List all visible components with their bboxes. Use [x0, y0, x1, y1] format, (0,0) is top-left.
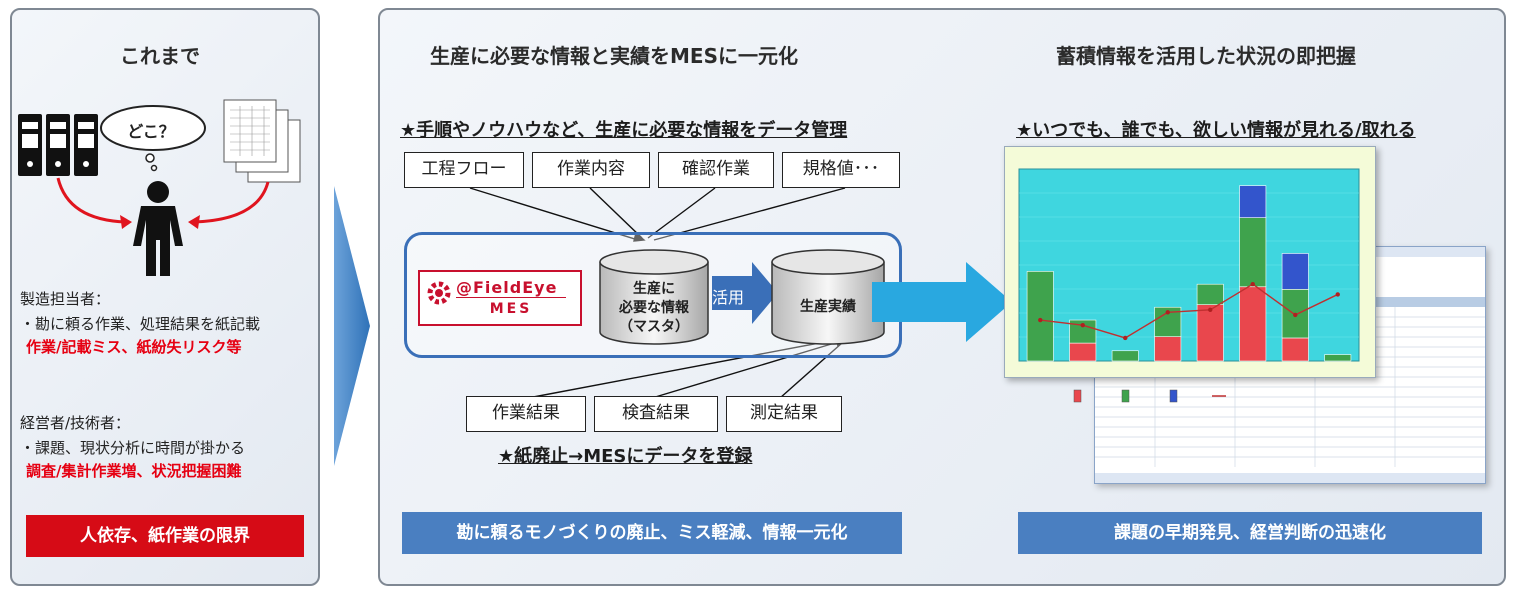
input-process-flow: 工程フロー — [404, 152, 524, 188]
chart-legend-swatches — [1073, 389, 1226, 403]
before-title: これまで — [120, 44, 200, 68]
gear-icon — [427, 281, 451, 305]
chart-bar-segment — [1196, 304, 1224, 362]
worker-description: ・勘に頼る作業、処理結果を紙記載 — [20, 315, 261, 333]
chart-bar-segment — [1026, 271, 1054, 362]
input-work-content: 作業内容 — [532, 152, 650, 188]
analysis-title: 蓄積情報を活用した状況の即把握 — [1056, 44, 1356, 68]
logo-line2: MES — [489, 301, 533, 317]
input-spec-values: 規格値･･･ — [782, 152, 900, 188]
transition-arrow-icon — [334, 186, 370, 466]
worker-issue: 作業/記載ミス、紙紛失リスク等 — [26, 338, 242, 356]
master-db-cylinder — [599, 249, 709, 345]
use-arrow-label: 活用 — [712, 288, 745, 307]
chart-line-point — [1250, 282, 1255, 287]
output-arrow-icon — [872, 262, 1012, 342]
paper-documents-icon — [223, 99, 301, 183]
mes-bottom-caption: ★紙廃止→MESにデータを登録 — [498, 446, 753, 467]
chart-line-point — [1208, 307, 1213, 312]
arrow-right-icon — [712, 262, 778, 324]
logo-line1: @FieldEye — [456, 278, 558, 297]
result-work: 作業結果 — [466, 396, 586, 432]
master-db-label: 生産に 必要な情報 （マスタ） — [600, 280, 708, 337]
chart-bar-segment — [1069, 319, 1097, 344]
chart-line-point — [1123, 335, 1128, 341]
result-measurement: 測定結果 — [726, 396, 842, 432]
before-illustration — [18, 99, 301, 276]
chart-bar-segment — [1281, 253, 1309, 290]
mes-banner: 勘に頼るモノづくりの廃止、ミス軽減、情報一元化 — [402, 512, 902, 554]
master-db-line2: 必要な情報 — [619, 300, 689, 316]
data-flow-lines — [469, 187, 846, 399]
analysis-banner: 課題の早期発見、経営判断の迅速化 — [1018, 512, 1482, 554]
logo-rule — [456, 297, 566, 298]
chart-bar-segment — [1239, 286, 1267, 362]
chart-line-point — [1165, 310, 1170, 315]
chart-bar-segment — [1154, 336, 1182, 362]
mes-title: 生産に必要な情報と実績をMESに一元化 — [430, 44, 798, 68]
red-arrow-icon — [56, 177, 270, 224]
manager-issue: 調査/集計作業増、状況把握困難 — [26, 462, 242, 480]
bubble-text: どこ？ — [127, 122, 175, 141]
manager-heading: 経営者/技術者： — [20, 414, 131, 432]
chart-bar-segment — [1239, 185, 1267, 218]
chart-line-point — [1080, 322, 1085, 328]
before-banner: 人依存、紙作業の限界 — [26, 515, 304, 557]
chart-bar-segment — [1196, 283, 1224, 305]
analysis-subtitle: ★いつでも、誰でも、欲しい情報が見れる/取れる — [1016, 120, 1416, 141]
worker-heading: 製造担当者： — [20, 290, 111, 308]
chart-window — [1004, 146, 1376, 378]
chart-series-line — [1040, 283, 1339, 339]
result-inspection: 検査結果 — [594, 396, 718, 432]
chart-legend — [1044, 386, 1384, 408]
chart-bar-segment — [1239, 217, 1267, 288]
input-check-work: 確認作業 — [658, 152, 774, 188]
manager-description: ・課題、現状分析に時間が掛かる — [20, 439, 246, 457]
fieldeye-logo: @FieldEye MES — [418, 270, 582, 326]
binder-icon — [18, 114, 98, 176]
chart-line-point — [1038, 317, 1043, 323]
results-db-cylinder — [771, 249, 885, 345]
chart-line-point — [1293, 312, 1298, 318]
chart-bar-segment — [1281, 337, 1309, 362]
bar-chart — [1018, 168, 1360, 362]
master-db-line1: 生産に — [633, 281, 675, 297]
chart-bar-segment — [1324, 354, 1352, 362]
confused-person-icon — [133, 181, 183, 276]
database-cylinders — [599, 249, 885, 345]
mes-subtitle: ★手順やノウハウなど、生産に必要な情報をデータ管理 — [400, 120, 848, 141]
chart-bar-segment — [1069, 342, 1097, 362]
master-db-line3: （マスタ） — [619, 319, 689, 335]
chart-line-point — [1335, 292, 1340, 297]
chart-bar-segment — [1111, 350, 1139, 362]
thought-bubble-icon — [100, 105, 206, 172]
results-db-label: 生産実績 — [800, 299, 856, 315]
